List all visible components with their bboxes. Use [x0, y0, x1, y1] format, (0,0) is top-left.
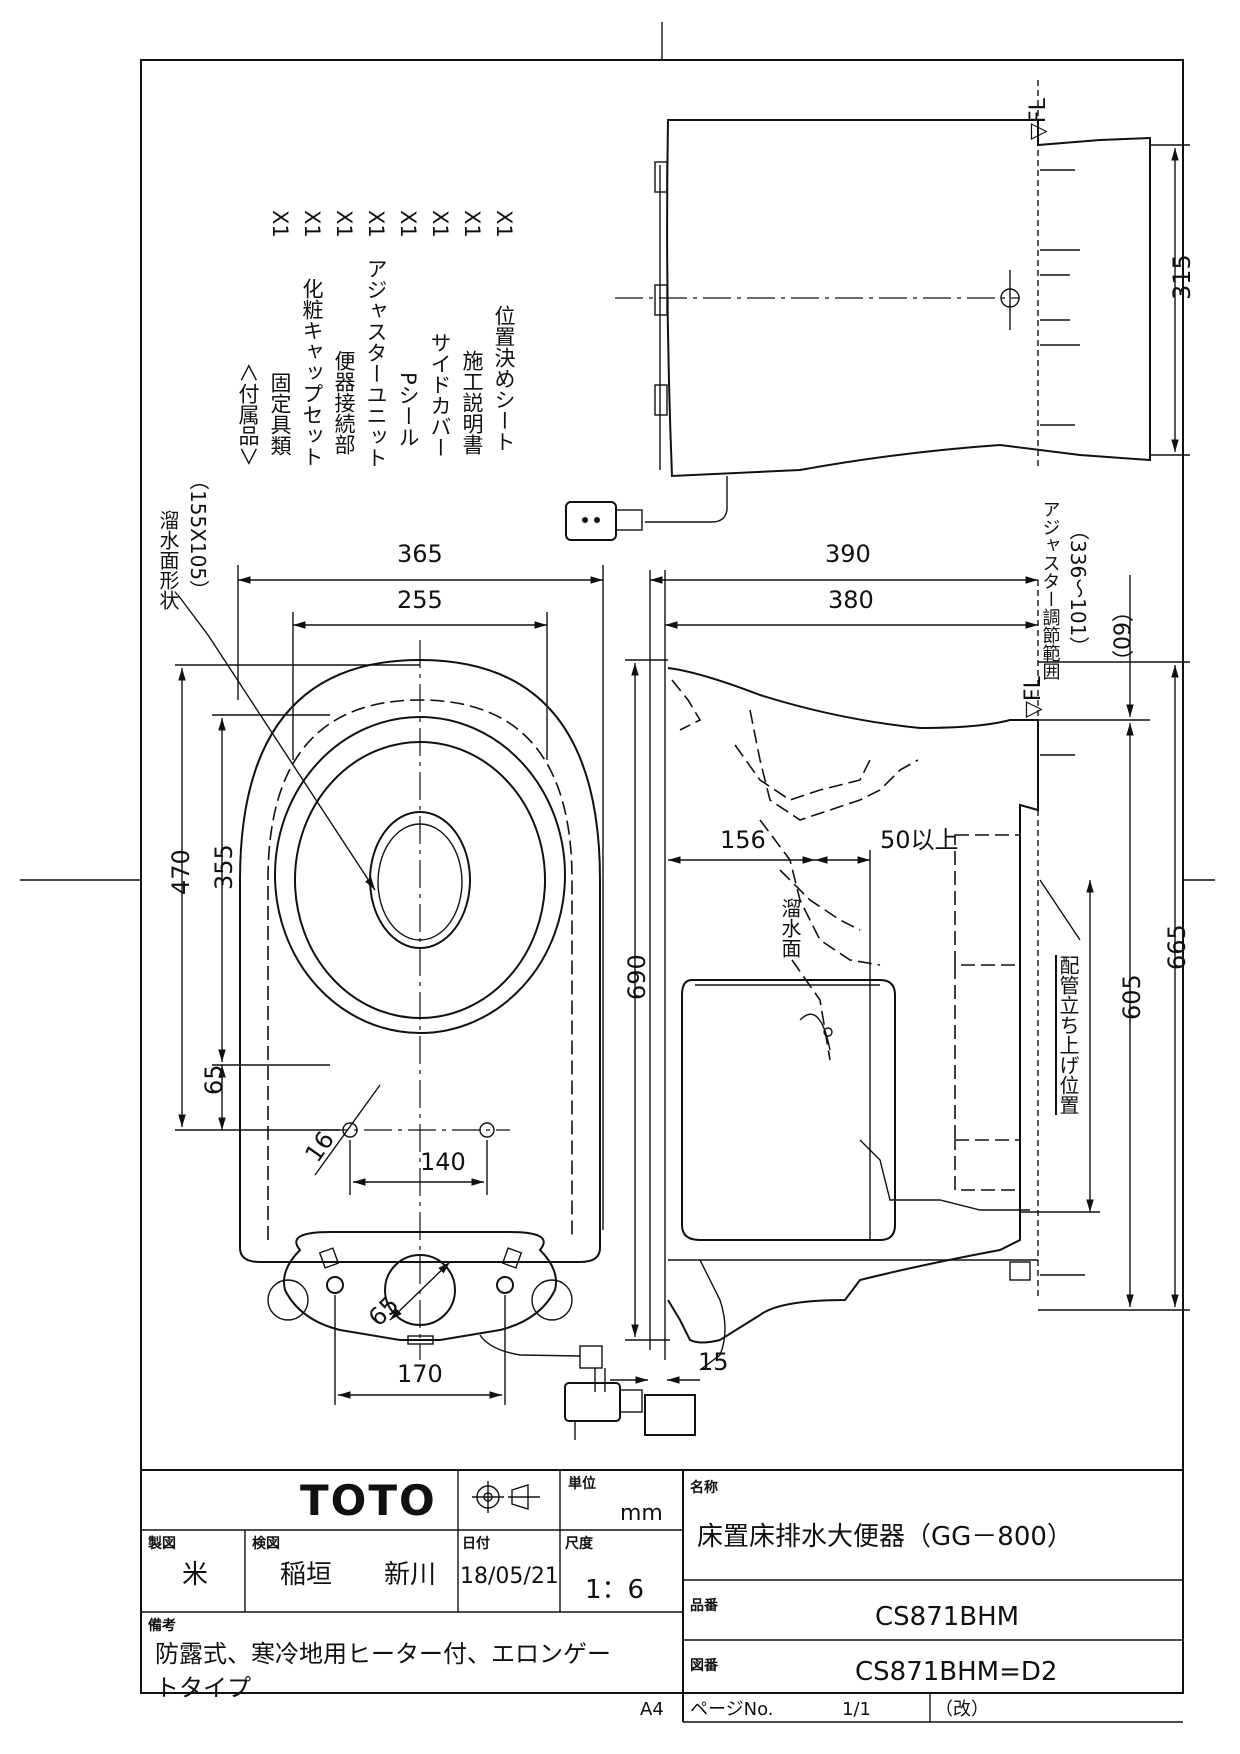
dim-156: 156: [720, 826, 766, 854]
notes-line-1: 防露式、寒冷地用ヒーター付、エロンゲー: [155, 1640, 611, 1668]
accessory-name: サイドカバー: [428, 332, 452, 458]
dim-690: 690: [623, 954, 651, 1000]
drawing-number: CS871BHM=D2: [855, 1657, 1057, 1687]
notes-line-2: トタイプ: [155, 1674, 251, 1702]
dim-60: （60）: [1108, 600, 1134, 672]
accessory-qty: X1: [396, 210, 420, 238]
dim-16: 16: [299, 1126, 339, 1167]
date-value: 18/05/21: [460, 1564, 559, 1589]
unit-label: 単位: [568, 1475, 596, 1492]
sheet-frame: [20, 22, 1215, 1694]
product-name: 床置床排水大便器（GG－800）: [697, 1522, 1073, 1552]
drawn-value: 米: [182, 1560, 208, 1590]
dim-315: 315: [1168, 254, 1196, 300]
notes-label: 備考: [148, 1617, 176, 1634]
dim-355: 355: [210, 844, 238, 890]
scale-value: 1：6: [585, 1575, 644, 1605]
dim-140: 140: [420, 1148, 466, 1176]
water-surface-label: 溜水面: [778, 898, 802, 958]
projection-symbol: [472, 1481, 540, 1513]
accessories-list: ＜付属品＞ 固定具類 化粧キャップセット 便器接続部 アジャスターユニット Pシ…: [236, 210, 516, 468]
toilet-side-view: 690 605 665 （60） 390 380 156 50以上 15 ▽FL…: [564, 500, 1191, 1440]
accessory-qty: X1: [364, 210, 388, 238]
tank-top-view: 315 ▽FL: [565, 80, 1196, 541]
checked-label: 検図: [252, 1535, 280, 1552]
drawn-label: 製図: [147, 1535, 176, 1552]
page-number-label: ページNo.: [690, 1699, 774, 1720]
accessory-name: 化粧キャップセット: [300, 278, 324, 467]
accessory-qty: X1: [300, 210, 324, 238]
brand-logo: TOTO: [300, 1476, 437, 1525]
dim-15: 15: [698, 1348, 729, 1376]
accessory-name: 施工説明書: [460, 350, 484, 455]
fl-label-mid: ▽FL: [1021, 675, 1046, 718]
dim-65-drain: 65: [363, 1291, 404, 1332]
scale-label: 尺度: [565, 1535, 594, 1552]
checked-value: 稲垣 新川: [280, 1560, 436, 1590]
dim-390: 390: [825, 540, 871, 568]
accessory-qty: X1: [332, 210, 356, 238]
revision-label: （改）: [935, 1699, 989, 1720]
dim-50-min: 50以上: [880, 826, 959, 854]
adjuster-range-label: アジャスター調節範囲: [1040, 500, 1061, 680]
page-number: 1/1: [842, 1699, 871, 1720]
dim-470: 470: [167, 849, 195, 895]
dim-255: 255: [397, 586, 443, 614]
drawing-number-label: 図番: [690, 1657, 719, 1674]
dim-380: 380: [828, 586, 874, 614]
accessory-name: 便器接続部: [332, 350, 356, 455]
unit-value: mm: [620, 1501, 663, 1526]
accessory-name: アジャスターユニット: [364, 258, 388, 468]
paper-size: A4: [640, 1699, 664, 1720]
part-number: CS871BHM: [875, 1602, 1019, 1632]
accessory-name: Pシール: [396, 372, 420, 448]
dim-170: 170: [397, 1360, 443, 1388]
part-number-label: 品番: [690, 1597, 719, 1614]
accessory-qty: X1: [268, 210, 292, 238]
water-surface-shape-label: 溜水面形状: [156, 510, 180, 610]
accessory-name: 位置決めシート: [492, 305, 516, 452]
dim-605: 605: [1118, 974, 1146, 1020]
name-label: 名称: [690, 1479, 718, 1496]
water-surface-shape-size: （155X105）: [186, 470, 210, 600]
dim-65-left: 65: [200, 1064, 228, 1095]
dim-665: 665: [1163, 924, 1191, 970]
accessory-qty: X1: [460, 210, 484, 238]
date-label: 日付: [462, 1535, 490, 1552]
adjuster-range-value: （336～101）: [1066, 520, 1090, 656]
dim-365: 365: [397, 540, 443, 568]
accessory-qty: X1: [428, 210, 452, 238]
toilet-plan-view: 365 255 470 355 65 140 16 65 170 溜水面形状 （…: [156, 470, 606, 1405]
accessories-heading: ＜付属品＞: [236, 362, 260, 467]
fl-label-top: ▽FL: [1026, 97, 1051, 140]
title-block: TOTO 単位 mm 名称 床置床排水大便器（GG－800） 製図 米 検図 稲…: [141, 1469, 1183, 1723]
accessory-name: 固定具類: [268, 372, 292, 456]
pipe-position-label: 配管立ち上げ位置: [1056, 955, 1080, 1115]
accessory-qty: X1: [492, 210, 516, 238]
